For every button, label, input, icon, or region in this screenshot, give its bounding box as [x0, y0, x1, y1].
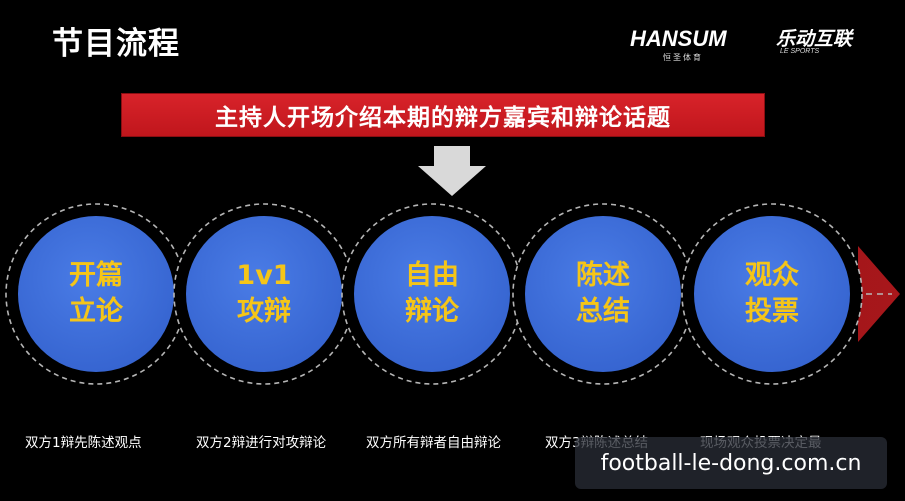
stage-label-line2: 立论 [69, 296, 123, 327]
stage-label-line2: 投票 [745, 296, 799, 327]
stage-circle [18, 216, 174, 372]
intro-banner-text: 主持人开场介绍本期的辩方嘉宾和辩论话题 [215, 105, 671, 131]
intro-banner: 主持人开场介绍本期的辩方嘉宾和辩论话题 [122, 94, 764, 136]
stage-label: 自由辩论 [372, 258, 492, 330]
stage-circle [525, 216, 681, 372]
hansum-logo: HANSUM 恒圣体育 [630, 24, 750, 64]
stage-label-line2: 攻辩 [237, 296, 291, 327]
stage-caption: 双方所有辩者自由辩论 [366, 435, 501, 451]
le-sports-logo-subtitle: LE SPORTS [780, 48, 820, 55]
hansum-logo-subtitle: 恒圣体育 [663, 53, 703, 62]
le-sports-logo: 乐动互联 LE SPORTS [776, 24, 866, 58]
stage-label-line1: 自由 [405, 260, 459, 291]
watermark-text: football-le-dong.com.cn [600, 450, 862, 476]
stage-label: 陈述总结 [543, 258, 663, 330]
stage-label: 观众投票 [712, 258, 832, 330]
stage-label-line2: 总结 [576, 296, 630, 327]
stage-label-line1: 1v1 [236, 260, 292, 291]
stage-label-line2: 辩论 [405, 296, 459, 327]
stage-label-line1: 陈述 [576, 260, 630, 291]
stage-label-line1: 观众 [745, 260, 799, 291]
stage-caption: 双方2辩进行对攻辩论 [196, 435, 327, 451]
stage-label: 1v1 攻辩 [204, 258, 324, 330]
stage-caption: 双方1辩先陈述观点 [25, 435, 142, 451]
le-sports-logo-text: 乐动互联 [776, 28, 853, 50]
stage-label: 开篇立论 [36, 258, 156, 330]
stage-circle [186, 216, 342, 372]
stage-circle [354, 216, 510, 372]
page-title: 节目流程 [52, 26, 180, 62]
down-arrow-icon [418, 146, 486, 196]
watermark: football-le-dong.com.cn [575, 437, 887, 489]
stage-circle [694, 216, 850, 372]
stage-label-line1: 开篇 [69, 260, 123, 291]
hansum-logo-text: HANSUM [630, 26, 727, 51]
